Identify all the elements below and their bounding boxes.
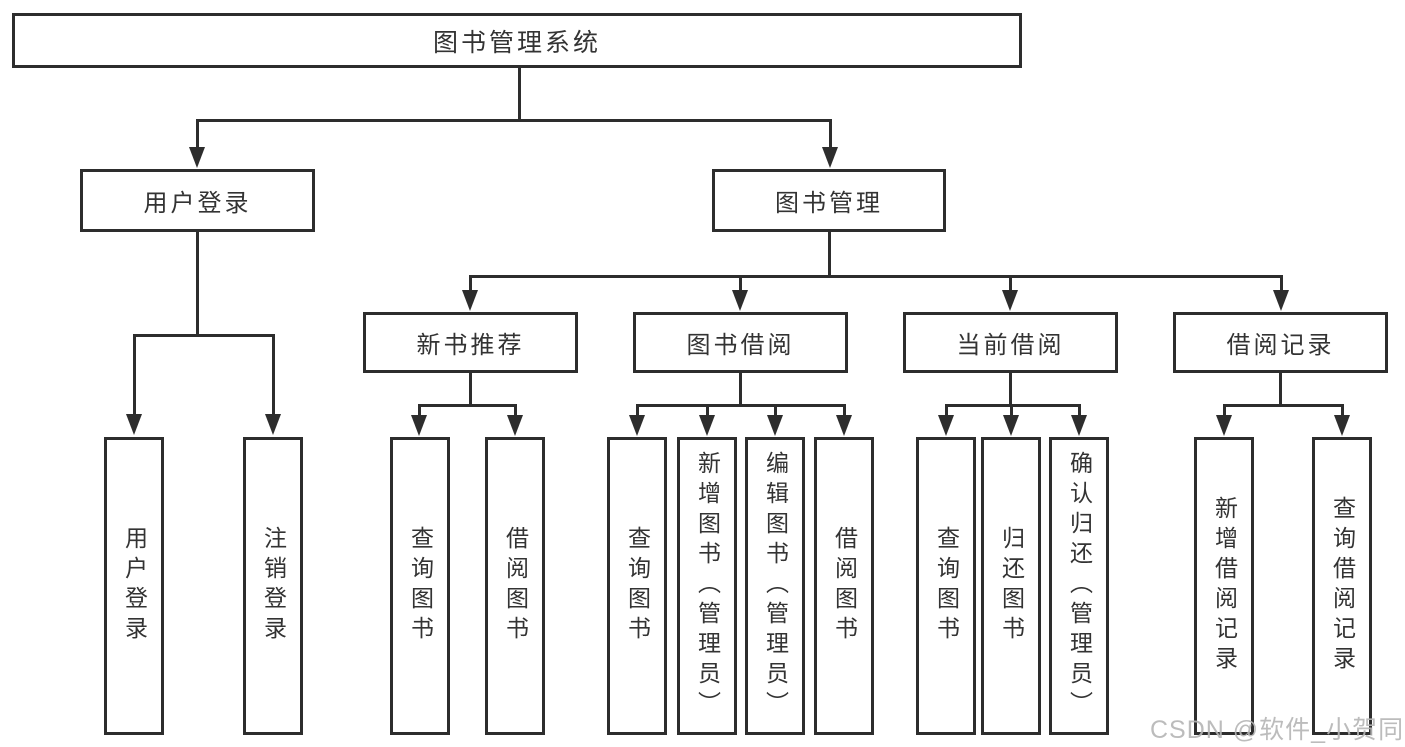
connector-segment (469, 373, 472, 407)
connector-segment (196, 232, 199, 337)
connector-segment (945, 404, 1081, 407)
connector-segment (469, 275, 472, 292)
arrowhead (265, 414, 281, 435)
node-borrowing-records: 借阅记录 (1173, 312, 1388, 373)
connector-segment (636, 404, 846, 407)
leaf-query-books-2: 查询图书 (607, 437, 667, 735)
connector-segment (1223, 404, 1226, 417)
connector-segment (514, 404, 517, 417)
leaf-add-borrow-record: 新增借阅记录 (1194, 437, 1254, 735)
connector-segment (706, 404, 709, 417)
connector-segment (1009, 373, 1012, 407)
connector-segment (418, 404, 421, 417)
node-book-borrowing: 图书借阅 (633, 312, 848, 373)
arrowhead (1273, 290, 1289, 311)
arrowhead (1216, 415, 1232, 436)
csdn-watermark: CSDN @软件_小贺同学 (1150, 716, 1405, 744)
connector-segment (418, 404, 517, 407)
arrowhead (189, 147, 205, 168)
leaf-confirm-return-admin: 确认归还（管理员） (1049, 437, 1109, 735)
node-current-borrowing: 当前借阅 (903, 312, 1118, 373)
leaf-add-book-admin: 新增图书（管理员） (677, 437, 737, 735)
leaf-query-books-1: 查询图书 (390, 437, 450, 735)
leaf-query-books-3: 查询图书 (916, 437, 976, 735)
connector-segment (196, 119, 832, 122)
connector-segment (739, 373, 742, 407)
connector-segment (636, 404, 639, 417)
leaf-borrow-books-1: 借阅图书 (485, 437, 545, 735)
leaf-return-books: 归还图书 (981, 437, 1041, 735)
arrowhead (732, 290, 748, 311)
node-new-book-recommend: 新书推荐 (363, 312, 578, 373)
connector-segment (1280, 275, 1283, 292)
connector-segment (518, 68, 521, 120)
connector-segment (828, 232, 831, 278)
connector-segment (843, 404, 846, 417)
arrowhead (411, 415, 427, 436)
node-library-management-system: 图书管理系统 (12, 13, 1022, 68)
arrowhead (1002, 290, 1018, 311)
arrowhead (1334, 415, 1350, 436)
connector-segment (133, 334, 136, 415)
arrowhead (938, 415, 954, 436)
arrowhead (126, 414, 142, 435)
arrowhead (836, 415, 852, 436)
leaf-query-borrow-record: 查询借阅记录 (1312, 437, 1372, 735)
connector-segment (272, 334, 275, 415)
arrowhead (629, 415, 645, 436)
connector-segment (133, 334, 275, 337)
arrowhead (1071, 415, 1087, 436)
arrowhead (822, 147, 838, 168)
connector-segment (1078, 404, 1081, 417)
connector-segment (829, 119, 832, 149)
arrowhead (1003, 415, 1019, 436)
connector-segment (1010, 404, 1013, 417)
arrowhead (767, 415, 783, 436)
node-book-management: 图书管理 (712, 169, 946, 232)
connector-segment (1341, 404, 1344, 417)
connector-segment (469, 275, 1283, 278)
connector-segment (739, 275, 742, 292)
arrowhead (699, 415, 715, 436)
connector-segment (1279, 373, 1282, 407)
connector-segment (1223, 404, 1344, 407)
leaf-borrow-books-2: 借阅图书 (814, 437, 874, 735)
arrowhead (507, 415, 523, 436)
connector-segment (945, 404, 948, 417)
arrowhead (462, 290, 478, 311)
connector-segment (774, 404, 777, 417)
connector-segment (196, 119, 199, 149)
leaf-edit-book-admin: 编辑图书（管理员） (745, 437, 805, 735)
leaf-user-login: 用户登录 (104, 437, 164, 735)
leaf-logout: 注销登录 (243, 437, 303, 735)
connector-segment (1009, 275, 1012, 292)
node-user-login: 用户登录 (80, 169, 315, 232)
